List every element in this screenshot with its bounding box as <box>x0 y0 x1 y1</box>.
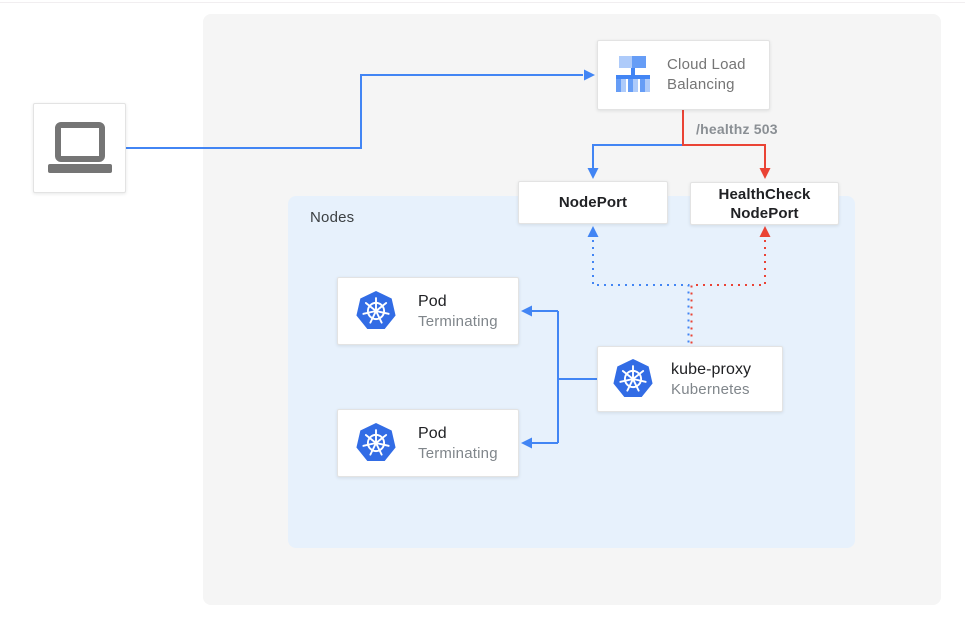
kubeproxy-to-pods-line <box>530 310 597 444</box>
kubeproxy-to-pod2-arrowhead <box>521 437 532 449</box>
laptop-icon <box>47 122 112 173</box>
cloud-load-balancing-node: Cloud Load Balancing <box>597 40 770 110</box>
kubeproxy-to-nodeport-arrowhead <box>587 226 599 237</box>
healthcheck-nodeport-node: HealthCheck NodePort <box>690 182 839 225</box>
cloud-load-balancing-label: Cloud Load Balancing <box>667 56 746 93</box>
kubernetes-icon <box>356 422 396 462</box>
kubeproxy-to-healthcheck-dotted-line <box>690 233 766 346</box>
kubeproxy-to-nodeport-dotted-line <box>592 233 690 346</box>
pod-node-1: Pod Terminating <box>337 277 519 345</box>
pod-1-status: Terminating <box>418 312 498 330</box>
kube-proxy-node: kube-proxy Kubernetes <box>597 346 783 412</box>
nodes-region-label: Nodes <box>310 209 355 226</box>
load-balancer-icon <box>616 56 650 92</box>
pod-2-text: Pod Terminating <box>418 423 498 464</box>
healthz-503-label: /healthz 503 <box>696 121 778 137</box>
pod-2-title: Pod <box>418 424 447 442</box>
kubeproxy-to-healthcheck-arrowhead <box>759 226 771 237</box>
pod-node-2: Pod Terminating <box>337 409 519 477</box>
top-divider <box>0 2 965 3</box>
kubeproxy-to-pod1-arrowhead <box>521 305 532 317</box>
clb-to-healthcheck-arrowhead <box>759 168 771 179</box>
pod-1-title: Pod <box>418 292 447 310</box>
kubernetes-icon <box>613 358 653 398</box>
client-node <box>33 103 126 193</box>
kube-proxy-subtitle: Kubernetes <box>671 380 750 398</box>
kube-proxy-text: kube-proxy Kubernetes <box>671 359 751 400</box>
client-to-clb-arrowhead <box>584 69 595 81</box>
nodeport-label: NodePort <box>558 194 628 211</box>
nodeport-node: NodePort <box>518 181 668 224</box>
client-to-clb-line <box>126 74 583 149</box>
clb-to-nodeport-arrowhead <box>587 168 599 179</box>
clb-to-healthcheck-line <box>682 110 766 168</box>
kube-proxy-title: kube-proxy <box>671 360 752 378</box>
pod-1-text: Pod Terminating <box>418 291 498 332</box>
kubernetes-icon <box>356 290 396 330</box>
clb-to-nodeport-line <box>592 144 682 168</box>
pod-2-status: Terminating <box>418 444 498 462</box>
